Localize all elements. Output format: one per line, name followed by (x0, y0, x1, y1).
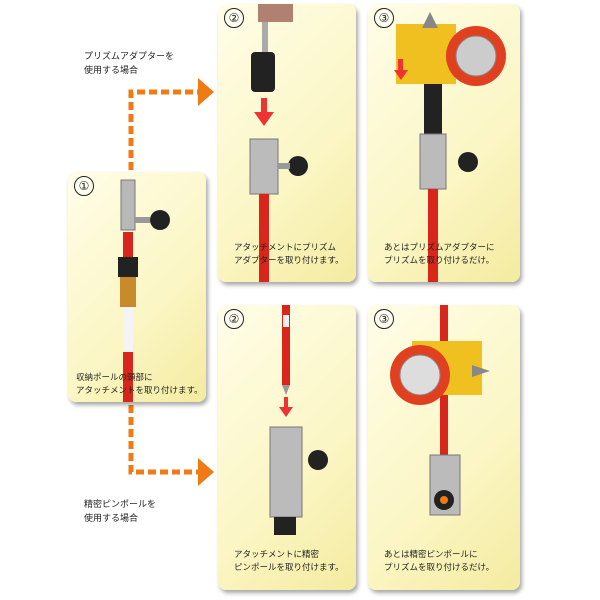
branch-label-pin-pole: 精密ピンポールを使用する場合 (84, 500, 157, 524)
step-caption: あとはプリズムアダプターにプリズムを取り付けるだけ。 (384, 243, 495, 266)
step-number: ② (224, 309, 244, 329)
step-3-pin-pole-panel: ③ あとは精密ピンポールにプリズムを取り付けるだけ。 (368, 305, 520, 590)
pole-with-attachment-image (118, 179, 170, 402)
step-number: ③ (374, 309, 394, 329)
step-caption: アタッチメントに精密ピンポールを取り付けます。 (234, 550, 344, 573)
step-caption: あとは精密ピンポールにプリズムを取り付けるだけ。 (384, 550, 495, 573)
step-2-pin-pole-panel: ② アタッチメントに精密ピンポールを取り付けます。 (218, 305, 356, 590)
step-number: ② (224, 8, 244, 28)
attach-pin-pole-image (269, 305, 328, 535)
step-number: ③ (374, 8, 394, 28)
prism-on-pin-pole-image (390, 305, 490, 516)
arrow-head-top (198, 78, 214, 106)
step-caption: 収納ポールの頭部にアタッチメントを取り付けます。 (76, 373, 203, 396)
step-1-panel: ① 収納ポールの頭部にアタッチメントを取り付けます。 (68, 172, 206, 402)
step-number: ① (74, 176, 94, 196)
prism-mounted-image (394, 12, 506, 282)
step-caption: アタッチメントにプリズムアダプターを取り付けます。 (234, 243, 344, 266)
branch-label-prism-adapter: プリズムアダプターを使用する場合 (84, 52, 175, 76)
step-2-prism-panel: ② アタッチメントにプリズムアダプターを取り付けます。 (218, 4, 356, 282)
arrow-to-prism-adapter (128, 89, 200, 170)
arrow-to-pin-pole (128, 405, 200, 475)
attach-prism-adapter-image (249, 4, 308, 282)
step-3-prism-panel: ③ あとはプリズムアダプターにプリズムを取り付けるだけ。 (368, 4, 520, 282)
arrow-head-bottom (198, 458, 214, 486)
